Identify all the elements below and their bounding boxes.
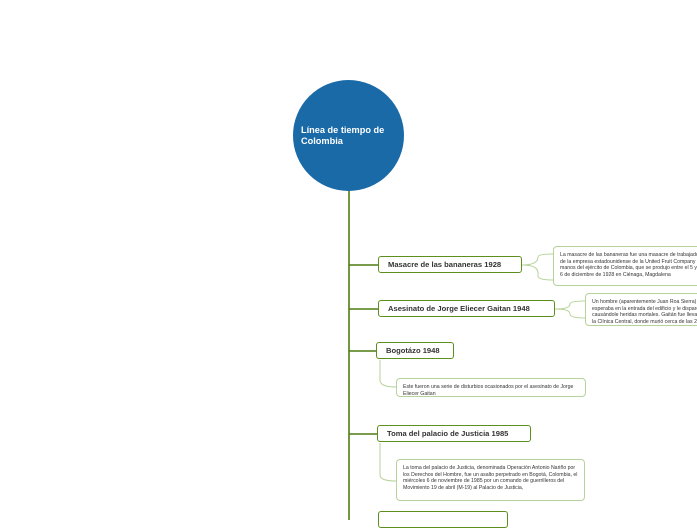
- topic-label: Asesinato de Jorge Eliecer Gaitan 1948: [388, 304, 530, 313]
- topic-asesinato-gaitan[interactable]: Asesinato de Jorge Eliecer Gaitan 1948: [378, 300, 555, 317]
- topic-toma-palacio-justicia[interactable]: Toma del palacio de Justicia 1985: [377, 425, 531, 442]
- root-topic[interactable]: Línea de tiempo de Colombia: [293, 80, 404, 191]
- topic-label: Toma del palacio de Justicia 1985: [387, 429, 509, 438]
- root-topic-title: Línea de tiempo de Colombia: [301, 124, 385, 146]
- topic-label: Bogotázo 1948: [386, 346, 440, 355]
- topic-label: Masacre de las bananeras 1928: [388, 260, 502, 269]
- note-masacre-bananeras[interactable]: La masacre de las bananeras fue una masa…: [553, 246, 697, 286]
- note-text: Este fueron una serie de disturbios ocas…: [403, 384, 574, 397]
- topic-masacre-bananeras[interactable]: Masacre de las bananeras 1928: [378, 256, 522, 273]
- note-toma-palacio-justicia[interactable]: La toma del palacio de Justicia, denomin…: [396, 459, 585, 501]
- topic-bogotazo[interactable]: Bogotázo 1948: [376, 342, 454, 359]
- note-asesinato-gaitan[interactable]: Un hombre (aparentemente Juan Roa Sierra…: [585, 293, 697, 326]
- note-text: Un hombre (aparentemente Juan Roa Sierra…: [592, 299, 697, 325]
- note-text: La masacre de las bananeras fue una masa…: [560, 252, 697, 278]
- note-bogotazo[interactable]: Este fueron una serie de disturbios ocas…: [396, 378, 586, 397]
- note-text: La toma del palacio de Justicia, denomin…: [403, 465, 578, 491]
